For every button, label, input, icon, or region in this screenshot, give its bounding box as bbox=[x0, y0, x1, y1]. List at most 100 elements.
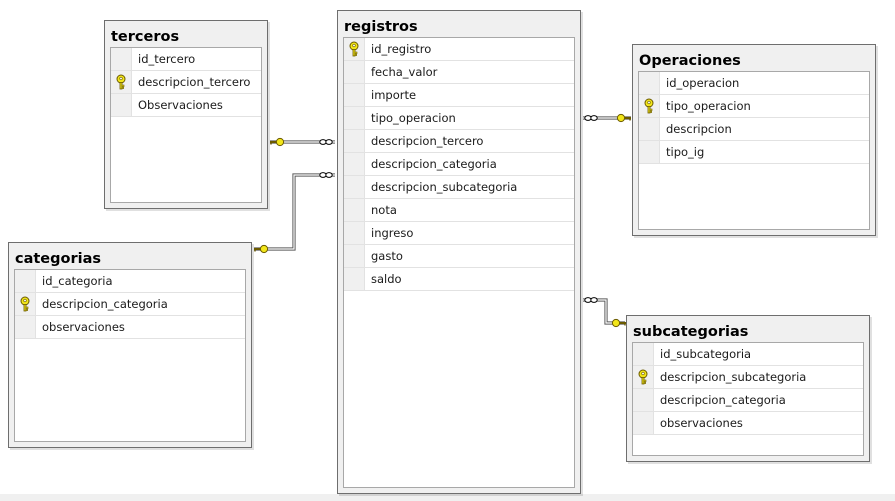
column-name: descripcion_categoria bbox=[371, 157, 497, 171]
rel-operaciones-many-loop-a bbox=[584, 115, 592, 121]
table-subcategorias[interactable]: subcategorias id_subcategoria descripcion… bbox=[626, 315, 870, 462]
rel-categorias-many-loop-a bbox=[319, 172, 327, 178]
row-selector[interactable] bbox=[344, 245, 365, 267]
row-selector[interactable] bbox=[639, 72, 660, 94]
column-name: id_categoria bbox=[42, 274, 113, 288]
column-row[interactable]: tipo_operacion bbox=[639, 95, 869, 118]
column-row[interactable]: descripcion_categoria bbox=[15, 293, 245, 316]
column-row[interactable]: id_registro bbox=[344, 38, 574, 61]
column-name: id_subcategoria bbox=[660, 347, 752, 361]
rel-subcategorias-line-outer bbox=[583, 298, 625, 325]
rel-terceros-many-loop-a bbox=[319, 139, 327, 145]
rel-operaciones-one-key-head bbox=[616, 113, 626, 123]
row-selector[interactable] bbox=[344, 176, 365, 198]
column-row[interactable]: descripcion_tercero bbox=[344, 130, 574, 153]
column-row[interactable]: id_tercero bbox=[111, 48, 261, 71]
row-selector[interactable] bbox=[111, 48, 132, 70]
column-name: ingreso bbox=[371, 226, 414, 240]
row-selector[interactable] bbox=[639, 141, 660, 163]
column-name: descripcion_tercero bbox=[138, 75, 251, 89]
row-selector[interactable] bbox=[344, 38, 365, 60]
column-row[interactable]: descripcion_categoria bbox=[633, 389, 863, 412]
column-row[interactable]: fecha_valor bbox=[344, 61, 574, 84]
row-selector[interactable] bbox=[344, 84, 365, 106]
column-row[interactable]: id_operacion bbox=[639, 72, 869, 95]
table-title: Operaciones bbox=[639, 53, 741, 69]
table-title: subcategorias bbox=[633, 324, 749, 340]
column-row[interactable]: importe bbox=[344, 84, 574, 107]
row-selector[interactable] bbox=[344, 199, 365, 221]
row-selector[interactable] bbox=[633, 343, 654, 365]
column-name: descripcion_categoria bbox=[660, 393, 786, 407]
rel-subcategorias-line-inner bbox=[583, 299, 625, 324]
table-title: registros bbox=[344, 19, 418, 35]
rel-subcategorias-many-loop-a bbox=[584, 297, 592, 303]
row-selector[interactable] bbox=[344, 153, 365, 175]
row-selector[interactable] bbox=[344, 268, 365, 290]
column-row[interactable]: Observaciones bbox=[111, 94, 261, 117]
column-row[interactable]: id_categoria bbox=[15, 270, 245, 293]
column-name: id_registro bbox=[371, 42, 432, 56]
column-row[interactable]: ingreso bbox=[344, 222, 574, 245]
column-name: descripcion_tercero bbox=[371, 134, 484, 148]
canvas-bottom-strip bbox=[0, 494, 895, 501]
row-selector[interactable] bbox=[639, 95, 660, 117]
column-row[interactable]: tipo_ig bbox=[639, 141, 869, 164]
row-selector[interactable] bbox=[111, 94, 132, 116]
rel-operaciones-many-loop-b bbox=[590, 115, 598, 121]
column-row[interactable]: descripcion_tercero bbox=[111, 71, 261, 94]
row-selector[interactable] bbox=[111, 71, 132, 93]
column-name: observaciones bbox=[660, 416, 743, 430]
column-name: saldo bbox=[371, 272, 402, 286]
column-list: id_operacion tipo_operacion descripcion tip… bbox=[638, 71, 870, 230]
column-row[interactable]: observaciones bbox=[15, 316, 245, 339]
row-selector[interactable] bbox=[639, 118, 660, 140]
column-row[interactable]: gasto bbox=[344, 245, 574, 268]
column-row[interactable]: saldo bbox=[344, 268, 574, 291]
column-name: nota bbox=[371, 203, 397, 217]
column-row[interactable]: descripcion_categoria bbox=[344, 153, 574, 176]
table-title: terceros bbox=[111, 29, 180, 45]
column-name: gasto bbox=[371, 249, 403, 263]
column-name: observaciones bbox=[42, 320, 125, 334]
column-row[interactable]: descripcion_subcategoria bbox=[633, 366, 863, 389]
rel-categorias-one-key-head bbox=[259, 244, 269, 254]
row-selector[interactable] bbox=[633, 366, 654, 388]
column-row[interactable]: id_subcategoria bbox=[633, 343, 863, 366]
column-name: importe bbox=[371, 88, 417, 102]
column-name: Observaciones bbox=[138, 98, 223, 112]
row-selector[interactable] bbox=[344, 107, 365, 129]
column-row[interactable]: descripcion bbox=[639, 118, 869, 141]
rel-terceros-one-key-head bbox=[275, 137, 285, 147]
column-row[interactable]: nota bbox=[344, 199, 574, 222]
rel-subcategorias-one-key-head bbox=[611, 318, 621, 328]
column-row[interactable]: descripcion_subcategoria bbox=[344, 176, 574, 199]
column-name: descripcion_subcategoria bbox=[371, 180, 518, 194]
column-row[interactable]: tipo_operacion bbox=[344, 107, 574, 130]
row-selector[interactable] bbox=[633, 412, 654, 434]
column-name: tipo_ig bbox=[666, 145, 705, 159]
row-selector[interactable] bbox=[344, 130, 365, 152]
row-selector[interactable] bbox=[344, 61, 365, 83]
column-name: descripcion_categoria bbox=[42, 297, 168, 311]
row-selector[interactable] bbox=[344, 222, 365, 244]
column-name: id_tercero bbox=[138, 52, 196, 66]
row-selector[interactable] bbox=[633, 389, 654, 411]
rel-subcategorias-many-loop-b bbox=[590, 297, 598, 303]
column-name: id_operacion bbox=[666, 76, 740, 90]
row-selector[interactable] bbox=[15, 293, 36, 315]
column-name: descripcion bbox=[666, 122, 732, 136]
column-row[interactable]: observaciones bbox=[633, 412, 863, 435]
row-selector[interactable] bbox=[15, 316, 36, 338]
row-selector[interactable] bbox=[15, 270, 36, 292]
rel-terceros-many-loop-b bbox=[325, 139, 333, 145]
